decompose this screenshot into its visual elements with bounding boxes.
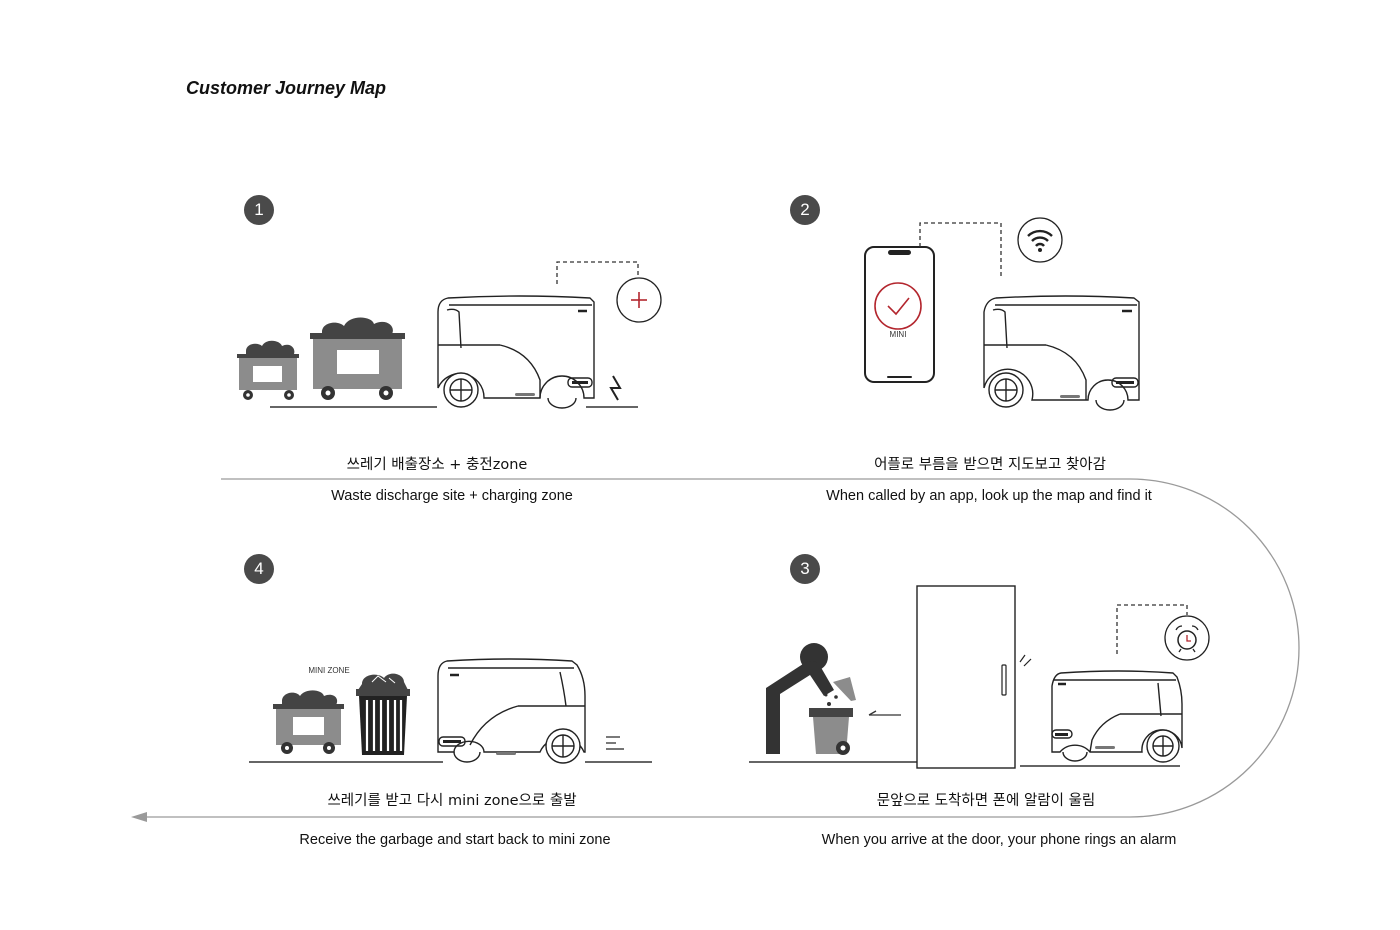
step-4-badge: 4	[244, 554, 274, 584]
phone-app-label: MINI	[890, 330, 907, 339]
smartphone-icon: MINI	[864, 246, 935, 383]
alarm-clock-icon	[1164, 615, 1210, 661]
step-4-caption-ko: 쓰레기를 받고 다시 mini zone으로 출발	[327, 793, 577, 809]
robot-vehicle-icon	[437, 658, 586, 764]
step-2-badge: 2	[790, 195, 820, 225]
step-2-caption-ko: 어플로 부름을 받으면 지도보고 찾아감	[874, 457, 1106, 473]
page-title: Customer Journey Map	[186, 78, 387, 98]
lightning-icon	[609, 375, 622, 401]
step-1-caption-ko: 쓰레기 배출장소 + 충전zone	[346, 457, 528, 473]
step-1-caption-en: Waste discharge site + charging zone	[331, 488, 573, 504]
plus-icon	[616, 277, 662, 323]
door-icon	[916, 585, 1032, 769]
large-dumpster-icon	[310, 317, 405, 400]
robot-vehicle-icon	[1051, 670, 1183, 763]
robot-vehicle-icon	[983, 295, 1140, 411]
trash-can-icon	[356, 673, 410, 755]
mini-zone-label: MINI ZONE	[308, 666, 349, 675]
step-4-caption-en: Receive the garbage and start back to mi…	[299, 832, 611, 848]
motion-lines-icon	[606, 736, 624, 750]
small-dumpster-icon	[237, 340, 299, 400]
wifi-icon	[1017, 217, 1063, 263]
step-3-caption-ko: 문앞으로 도착하면 폰에 알람이 울림	[876, 793, 1096, 809]
trash-bin-icon	[809, 677, 856, 755]
checkmark-icon	[874, 282, 922, 330]
step-3-caption-en: When you arrive at the door, your phone …	[821, 832, 1177, 848]
step-2-caption-en: When called by an app, look up the map a…	[826, 488, 1152, 504]
small-dumpster-icon	[273, 690, 344, 754]
step-1-badge: 1	[244, 195, 274, 225]
step-3-badge: 3	[790, 554, 820, 584]
person-icon	[766, 643, 834, 754]
robot-vehicle-icon	[437, 295, 595, 409]
